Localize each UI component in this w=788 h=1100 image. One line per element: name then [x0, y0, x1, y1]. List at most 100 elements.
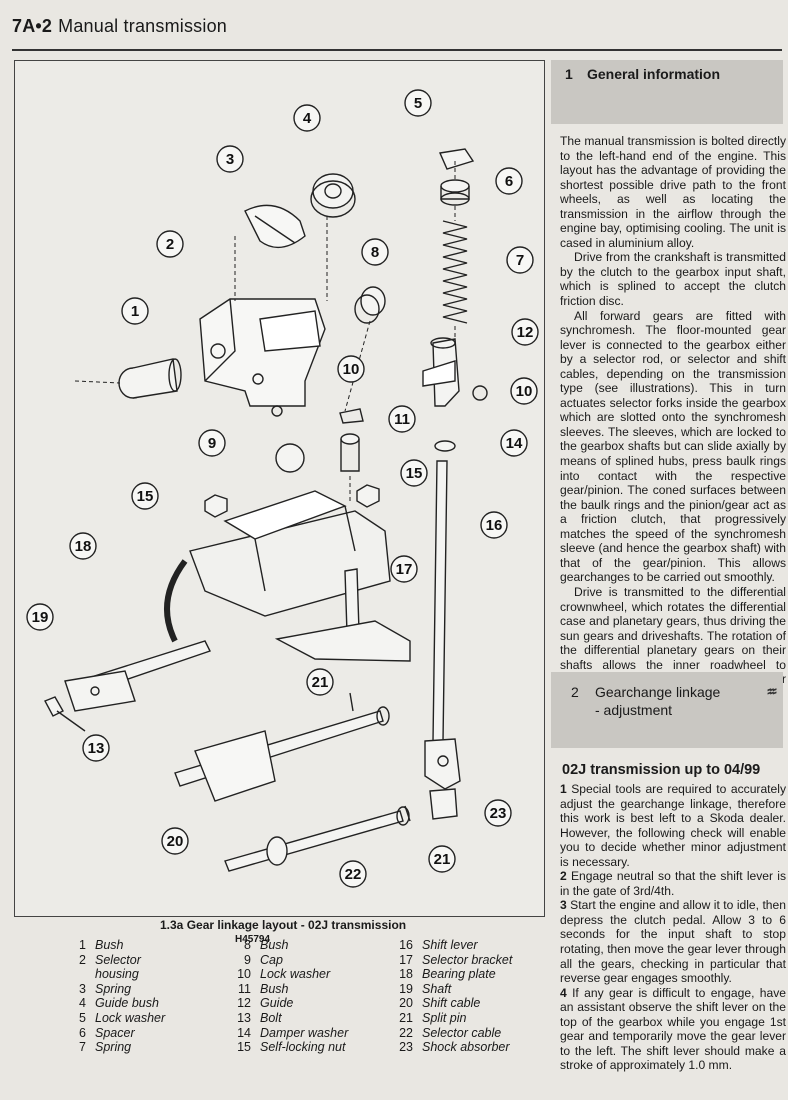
step-number: 1	[560, 782, 567, 796]
callout-2: 2	[156, 230, 184, 258]
callout-label: 10	[516, 383, 533, 400]
part-shift-lever-16	[424, 460, 461, 790]
legend-number: 12	[237, 996, 251, 1011]
part-damper-washer-14	[434, 440, 456, 452]
part-selector-cable-22	[224, 806, 410, 872]
legend-label: Self-locking nut	[260, 1040, 346, 1055]
callout-1: 1	[121, 297, 149, 325]
step-text: Engage neutral so that the shift lever i…	[560, 869, 786, 898]
chapter-title: Manual transmission	[58, 16, 227, 36]
part-lock-washer-10b	[472, 385, 488, 401]
part-split-pin-21b	[404, 805, 411, 822]
legend-number: 13	[237, 1010, 251, 1025]
figure-caption: 1.3a Gear linkage layout - 02J transmiss…	[160, 918, 407, 932]
callout-label: 19	[32, 609, 49, 626]
callout-10: 10	[337, 355, 365, 383]
legend-label: Split pin	[422, 1010, 467, 1025]
legend-number: 3	[79, 981, 86, 996]
callout-23: 23	[484, 799, 512, 827]
callout-18: 18	[69, 532, 97, 560]
part-lock-washer-5	[438, 148, 475, 170]
part-shaft-19	[64, 640, 211, 712]
legend-item: 4 Guide bush	[68, 996, 165, 1011]
difficulty-icon: ⸗⸗⸗	[767, 682, 777, 698]
legend-label: Damper washer	[260, 1025, 349, 1040]
callout-3: 3	[216, 145, 244, 173]
callout-7: 7	[506, 246, 534, 274]
part-nut-15a	[204, 494, 228, 518]
callout-17: 17	[390, 555, 418, 583]
legend-number: 6	[79, 1025, 86, 1040]
part-selector-housing	[199, 298, 326, 417]
callout-label: 11	[394, 411, 410, 428]
callout-20: 20	[161, 827, 189, 855]
part-selector-bracket-17	[274, 568, 411, 662]
callout-label: 22	[345, 866, 362, 883]
part-bolt-13	[44, 696, 86, 732]
callout-label: 16	[486, 517, 503, 534]
callout-label: 9	[208, 435, 216, 452]
legend-number: 2	[79, 952, 86, 967]
step-paragraph: 2 Engage neutral so that the shift lever…	[560, 869, 786, 898]
callout-label: 13	[88, 740, 105, 757]
legend-number: 7	[79, 1040, 86, 1055]
callout-label: 23	[490, 805, 507, 822]
step-number: 3	[560, 898, 567, 913]
callout-label: 21	[434, 851, 451, 868]
legend-label: Bush	[95, 938, 124, 952]
step-text: Start the engine and allow it to idle, t…	[560, 898, 786, 986]
section-number: 1	[565, 66, 573, 82]
section-2-heading: 2 Gearchange linkage - adjustment ⸗⸗⸗	[551, 672, 783, 748]
figure-code: H45794	[235, 934, 271, 945]
legend-item: 14 Damper washer	[233, 1026, 348, 1041]
callout-label: 2	[166, 236, 174, 253]
legend-number: 14	[237, 1025, 251, 1040]
part-spacer-6	[440, 179, 470, 206]
paragraph: All forward gears are fitted with synchr…	[560, 308, 786, 585]
legend-label: Shift lever	[422, 938, 478, 952]
step-number: 2	[560, 869, 567, 884]
callout-label: 7	[516, 252, 524, 269]
legend-number: 22	[399, 1025, 413, 1040]
legend-number: 4	[79, 996, 86, 1011]
callout-label: 18	[75, 538, 92, 555]
callout-label: 5	[414, 95, 422, 112]
legend-number: 16	[399, 938, 413, 952]
legend-number: 20	[399, 996, 413, 1011]
legend-label: Selector cable	[422, 1025, 502, 1040]
callout-16: 16	[480, 511, 508, 539]
section-number: 2	[571, 684, 579, 700]
legend-label: Bolt	[260, 1010, 282, 1025]
legend-label: Guide	[260, 996, 294, 1011]
legend-label: Bush	[260, 938, 289, 952]
part-bush-11	[340, 433, 360, 472]
step-paragraph: 1 Special tools are required to accurate…	[560, 782, 786, 869]
legend-label: Bearing plate	[422, 967, 496, 982]
legend-number: 17	[399, 952, 413, 967]
part-bush-1	[118, 358, 182, 399]
step-number: 4	[560, 985, 567, 1000]
callout-21: 21	[306, 668, 334, 696]
legend-label: Guide bush	[95, 996, 159, 1011]
part-lock-washer-10a	[339, 408, 364, 424]
legend-number: 5	[79, 1010, 86, 1025]
legend-number: 11	[238, 981, 251, 996]
callout-label: 14	[506, 435, 523, 452]
callout-label: 6	[505, 173, 513, 190]
part-guide-12	[422, 337, 460, 407]
